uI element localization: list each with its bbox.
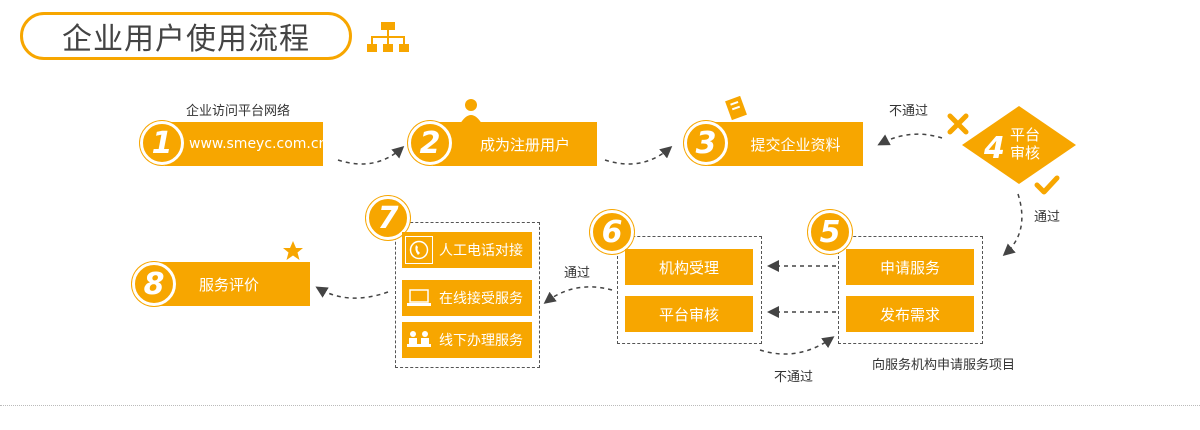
step1-number: 1 bbox=[140, 121, 184, 165]
step6-box bbox=[617, 236, 762, 344]
pass-check-icon bbox=[1034, 175, 1060, 195]
step7-number: 7 bbox=[366, 196, 410, 240]
bottom-divider bbox=[0, 405, 1200, 406]
step2-number: 2 bbox=[408, 121, 452, 165]
apply-service-button[interactable]: 申请服务 bbox=[846, 249, 974, 285]
arrow-2-3 bbox=[604, 146, 673, 165]
user-icon bbox=[460, 99, 482, 124]
offline-service-option[interactable]: 线下办理服务 bbox=[402, 322, 532, 358]
phone-icon bbox=[405, 236, 433, 264]
platform-review-button[interactable]: 平台审核 bbox=[625, 296, 753, 332]
agency-accept-button[interactable]: 机构受理 bbox=[625, 249, 753, 285]
page-title-text: 企业用户使用流程 bbox=[62, 22, 310, 57]
step3-label: 提交企业资料 bbox=[750, 135, 841, 154]
arrow-6-5-reject bbox=[759, 336, 835, 355]
laptop-icon bbox=[405, 284, 433, 312]
step5-number: 5 bbox=[808, 210, 852, 254]
step3-number: 3 bbox=[684, 121, 728, 165]
step2-bar: 成为注册用户 bbox=[433, 122, 597, 166]
step2-label: 成为注册用户 bbox=[479, 135, 570, 154]
step8-label: 服务评价 bbox=[198, 275, 259, 294]
page-title: 企业用户使用流程 bbox=[20, 12, 352, 60]
step4-label-line1: 平台 bbox=[1010, 126, 1041, 144]
arrow-7-8 bbox=[315, 286, 389, 299]
phone-connect-option[interactable]: 人工电话对接 bbox=[402, 232, 532, 268]
step1-label: www.smeyc.com.cn bbox=[189, 136, 328, 152]
step4-number: 4 bbox=[984, 131, 1005, 166]
step8-bar: 服务评价 bbox=[158, 262, 310, 306]
step4-label: 平台 审核 bbox=[1010, 126, 1040, 162]
step5-box bbox=[838, 236, 983, 344]
step7-box bbox=[395, 222, 540, 368]
step4-reject-label: 不通过 bbox=[889, 104, 929, 119]
arrow-4-5 bbox=[1002, 193, 1023, 256]
step5-caption: 向服务机构申请服务项目 bbox=[872, 358, 1016, 373]
documents-icon bbox=[725, 96, 747, 121]
arrow-4-3 bbox=[877, 133, 943, 146]
step6-number: 6 bbox=[590, 210, 634, 254]
step4-label-line2: 审核 bbox=[1010, 144, 1041, 162]
counter-service-icon bbox=[405, 326, 433, 354]
offline-service-label: 线下办理服务 bbox=[439, 333, 523, 349]
online-service-label: 在线接受服务 bbox=[439, 291, 523, 307]
step3-bar: 提交企业资料 bbox=[708, 122, 863, 166]
step6-reject-label: 不通过 bbox=[774, 370, 814, 385]
org-chart-icon bbox=[367, 22, 409, 52]
step1-caption: 企业访问平台网络 bbox=[186, 104, 291, 119]
step4-pass-label: 通过 bbox=[1034, 210, 1061, 225]
step8-number: 8 bbox=[132, 262, 176, 306]
step1-bar: www.smeyc.com.cn bbox=[165, 122, 327, 166]
phone-connect-label: 人工电话对接 bbox=[439, 243, 523, 259]
step6-pass-label: 通过 bbox=[564, 266, 591, 281]
step4-diamond bbox=[962, 106, 1076, 184]
arrow-1-2 bbox=[337, 146, 405, 165]
publish-demand-button[interactable]: 发布需求 bbox=[846, 296, 974, 332]
reject-x-icon bbox=[947, 113, 969, 135]
online-service-option[interactable]: 在线接受服务 bbox=[402, 280, 532, 316]
arrow-6-7 bbox=[543, 286, 613, 304]
star-icon bbox=[283, 241, 303, 260]
